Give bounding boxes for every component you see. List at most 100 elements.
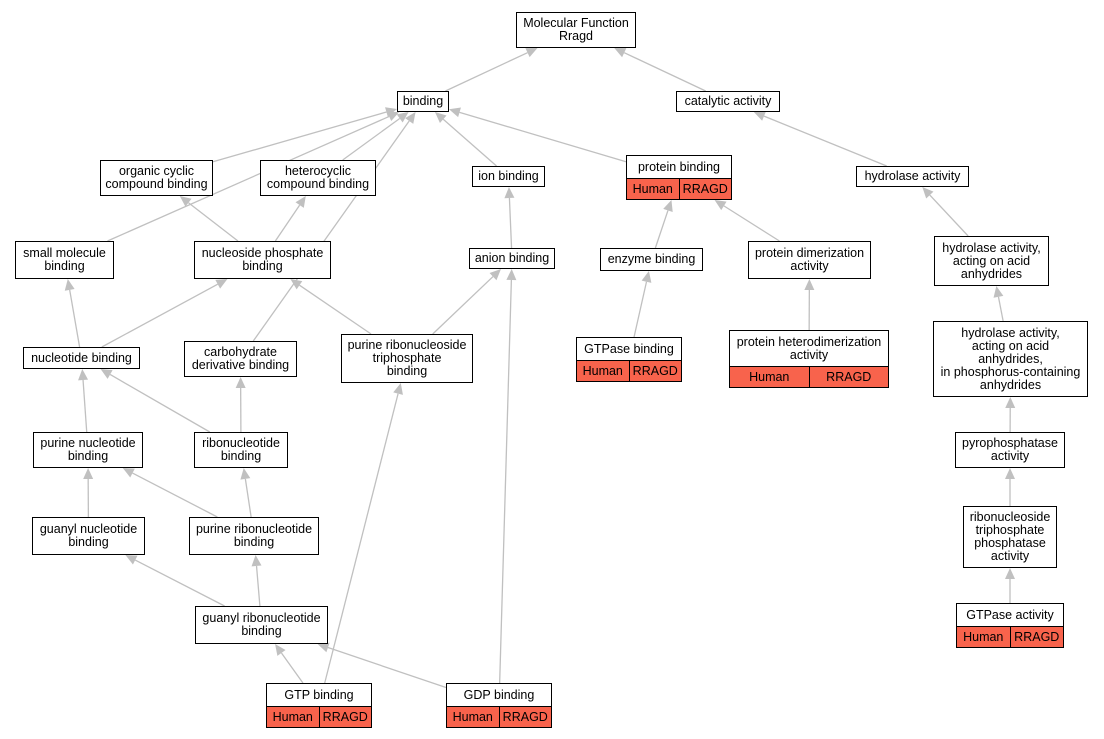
gene-cell[interactable]: RRAGD <box>318 707 372 727</box>
term-label: guanyl nucleotide binding <box>39 522 138 549</box>
term-label: guanyl ribonucleotide binding <box>202 611 321 638</box>
annotation-row: Human RRAGD <box>627 178 731 199</box>
edge-gtp_binding-to-purine_rntp <box>324 393 399 684</box>
annotation-row: Human RRAGD <box>267 706 371 727</box>
edge-nucleotide_binding-to-small_molecule <box>69 289 81 348</box>
term-label: carbohydrate derivative binding <box>191 345 290 372</box>
gene-cell[interactable]: RRAGD <box>808 367 889 387</box>
term-label: GTPase activity <box>966 607 1054 622</box>
go-term-ion-binding[interactable]: ion binding <box>472 166 545 187</box>
term-label: protein heterodimerization activity <box>736 334 882 362</box>
term-label: nucleotide binding <box>31 350 132 365</box>
edge-ribonucleotide-to-nucleotide_binding <box>109 373 211 433</box>
species-cell[interactable]: Human <box>963 629 1004 644</box>
species-cell[interactable]: Human <box>272 709 313 724</box>
annotation-row: Human RRAGD <box>447 706 551 727</box>
gene-cell[interactable]: RRAGD <box>678 179 732 199</box>
term-label: ribonucleoside triphosphate phosphatase … <box>969 510 1051 563</box>
edge-gtp_binding-to-guanyl_ribonucleotide <box>280 652 304 684</box>
species-cell[interactable]: Human <box>749 369 790 384</box>
go-term-small-molecule[interactable]: small molecule binding <box>15 241 114 279</box>
gene-cell[interactable]: RRAGD <box>498 707 552 727</box>
arrowhead <box>641 271 652 283</box>
go-term-anion-binding[interactable]: anion binding <box>469 248 555 269</box>
go-term-heterocyclic[interactable]: heterocyclic compound binding <box>260 160 376 196</box>
edge-anion_binding-to-ion_binding <box>508 197 513 249</box>
edge-guanyl_ribonucleotide-to-purine_ribonucleotide <box>255 565 261 607</box>
go-term-carbohydrate[interactable]: carbohydrate derivative binding <box>184 341 297 377</box>
term-label: protein binding <box>637 159 720 174</box>
edge-purine_nucleotide-to-nucleotide_binding <box>82 379 88 433</box>
edge-nucleoside_phosphate-to-heterocyclic <box>274 204 301 242</box>
arrowhead <box>78 369 89 381</box>
go-term-nucleotide-binding[interactable]: nucleotide binding <box>23 347 140 369</box>
term-label: hydrolase activity, acting on acid anhyd… <box>940 325 1081 392</box>
term-label: heterocyclic compound binding <box>266 164 370 191</box>
edge-protein_dimerization-to-protein_binding <box>723 205 780 242</box>
arrowhead <box>506 269 517 281</box>
species-cell[interactable]: Human <box>632 181 673 196</box>
go-term-hydrolase-phos[interactable]: hydrolase activity, acting on acid anhyd… <box>933 321 1088 397</box>
go-term-purine-ribonucleotide[interactable]: purine ribonucleotide binding <box>189 517 319 555</box>
arrowhead <box>275 644 286 656</box>
arrowhead <box>753 111 766 121</box>
gene-cell[interactable]: RRAGD <box>628 361 682 381</box>
edge-catalytic-to-mf <box>623 52 706 92</box>
go-term-hydrolase-acid[interactable]: hydrolase activity, acting on acid anhyd… <box>934 236 1049 286</box>
edge-organic_cyclic-to-binding <box>212 111 387 163</box>
go-term-rntp-phosphatase[interactable]: ribonucleoside triphosphate phosphatase … <box>963 506 1057 568</box>
arrowhead <box>663 200 673 213</box>
term-label: GTP binding <box>284 687 354 702</box>
term-label: binding <box>402 94 444 108</box>
go-term-purine-nucleotide[interactable]: purine nucleotide binding <box>33 432 143 468</box>
arrowhead <box>240 468 251 480</box>
go-term-purine-rntp[interactable]: purine ribonucleoside triphosphate bindi… <box>341 334 473 383</box>
arrowhead <box>393 383 403 395</box>
term-label: purine ribonucleotide binding <box>195 522 313 549</box>
species-cell[interactable]: Human <box>582 363 623 378</box>
go-term-pyrophosphatase[interactable]: pyrophosphatase activity <box>955 432 1065 468</box>
edge-nucleotide_binding-to-nucleoside_phosphate <box>101 283 219 348</box>
term-label: ion binding <box>478 169 539 183</box>
arrowhead <box>215 279 228 289</box>
term-label: organic cyclic compound binding <box>105 164 208 191</box>
go-term-nucleoside-phosphate[interactable]: nucleoside phosphate binding <box>194 241 331 279</box>
edge-gtpase_binding-to-enzyme_binding <box>633 281 648 338</box>
arrowhead <box>1005 568 1015 579</box>
go-term-protein-dimerization[interactable]: protein dimerization activity <box>748 241 871 279</box>
edge-protein_binding-to-binding <box>459 111 627 163</box>
term-label: ribonucleotide binding <box>202 436 280 463</box>
gene-cell[interactable]: RRAGD <box>1009 627 1064 647</box>
arrowhead <box>179 196 192 207</box>
arrowhead <box>125 555 138 565</box>
go-term-organic-cyclic[interactable]: organic cyclic compound binding <box>100 160 213 196</box>
species-cell[interactable]: Human <box>452 709 493 724</box>
arrowhead <box>922 187 934 199</box>
go-term-guanyl-ribonucleotide[interactable]: guanyl ribonucleotide binding <box>195 606 328 644</box>
arrowhead <box>83 468 94 480</box>
arrowhead <box>295 196 306 208</box>
go-term-ribonucleotide[interactable]: ribonucleotide binding <box>194 432 288 468</box>
go-term-catalytic[interactable]: catalytic activity <box>676 91 780 112</box>
go-term-guanyl-nucleotide[interactable]: guanyl nucleotide binding <box>32 517 145 555</box>
arrowhead <box>434 112 447 124</box>
term-label: nucleoside phosphate binding <box>201 246 324 273</box>
go-term-binding[interactable]: binding <box>397 91 449 112</box>
arrowhead <box>614 48 627 58</box>
term-label: purine ribonucleoside triphosphate bindi… <box>347 338 467 378</box>
go-term-enzyme-binding[interactable]: enzyme binding <box>600 248 703 271</box>
arrowhead <box>489 269 501 281</box>
go-term-mf[interactable]: Molecular Function Rragd <box>516 12 636 48</box>
arrowhead <box>1005 468 1015 479</box>
edge-purine_ribonucleotide-to-purine_nucleotide <box>132 472 218 518</box>
edge-guanyl_ribonucleotide-to-guanyl_nucleotide <box>134 559 225 607</box>
arrowhead <box>251 555 262 567</box>
go-term-hydrolase[interactable]: hydrolase activity <box>856 166 969 187</box>
